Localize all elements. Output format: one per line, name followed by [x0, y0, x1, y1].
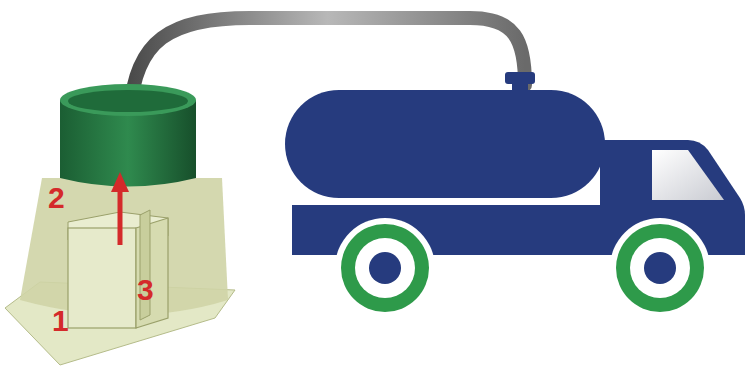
truck-wheel — [610, 218, 710, 318]
vacuum-truck — [285, 90, 605, 198]
truck-wheel — [369, 252, 401, 284]
truck-wheel — [341, 224, 429, 312]
truck-wheel — [335, 218, 435, 318]
callout-number: 3 — [137, 275, 154, 305]
septic-tank — [5, 84, 235, 365]
septic-tank — [60, 84, 196, 116]
callout-number: 2 — [48, 183, 65, 213]
septic-tank — [68, 228, 136, 328]
truck-wheel — [335, 218, 435, 318]
septic-tank — [118, 190, 123, 245]
truck-wheel — [610, 218, 710, 318]
septic-tank — [111, 172, 129, 192]
vacuum-truck — [652, 150, 724, 200]
truck-wheel — [644, 252, 676, 284]
truck-wheel — [630, 238, 690, 298]
callout-number: 1 — [52, 306, 69, 336]
truck-wheel — [616, 224, 704, 312]
septic-tank — [68, 90, 188, 112]
truck-wheel — [355, 238, 415, 298]
